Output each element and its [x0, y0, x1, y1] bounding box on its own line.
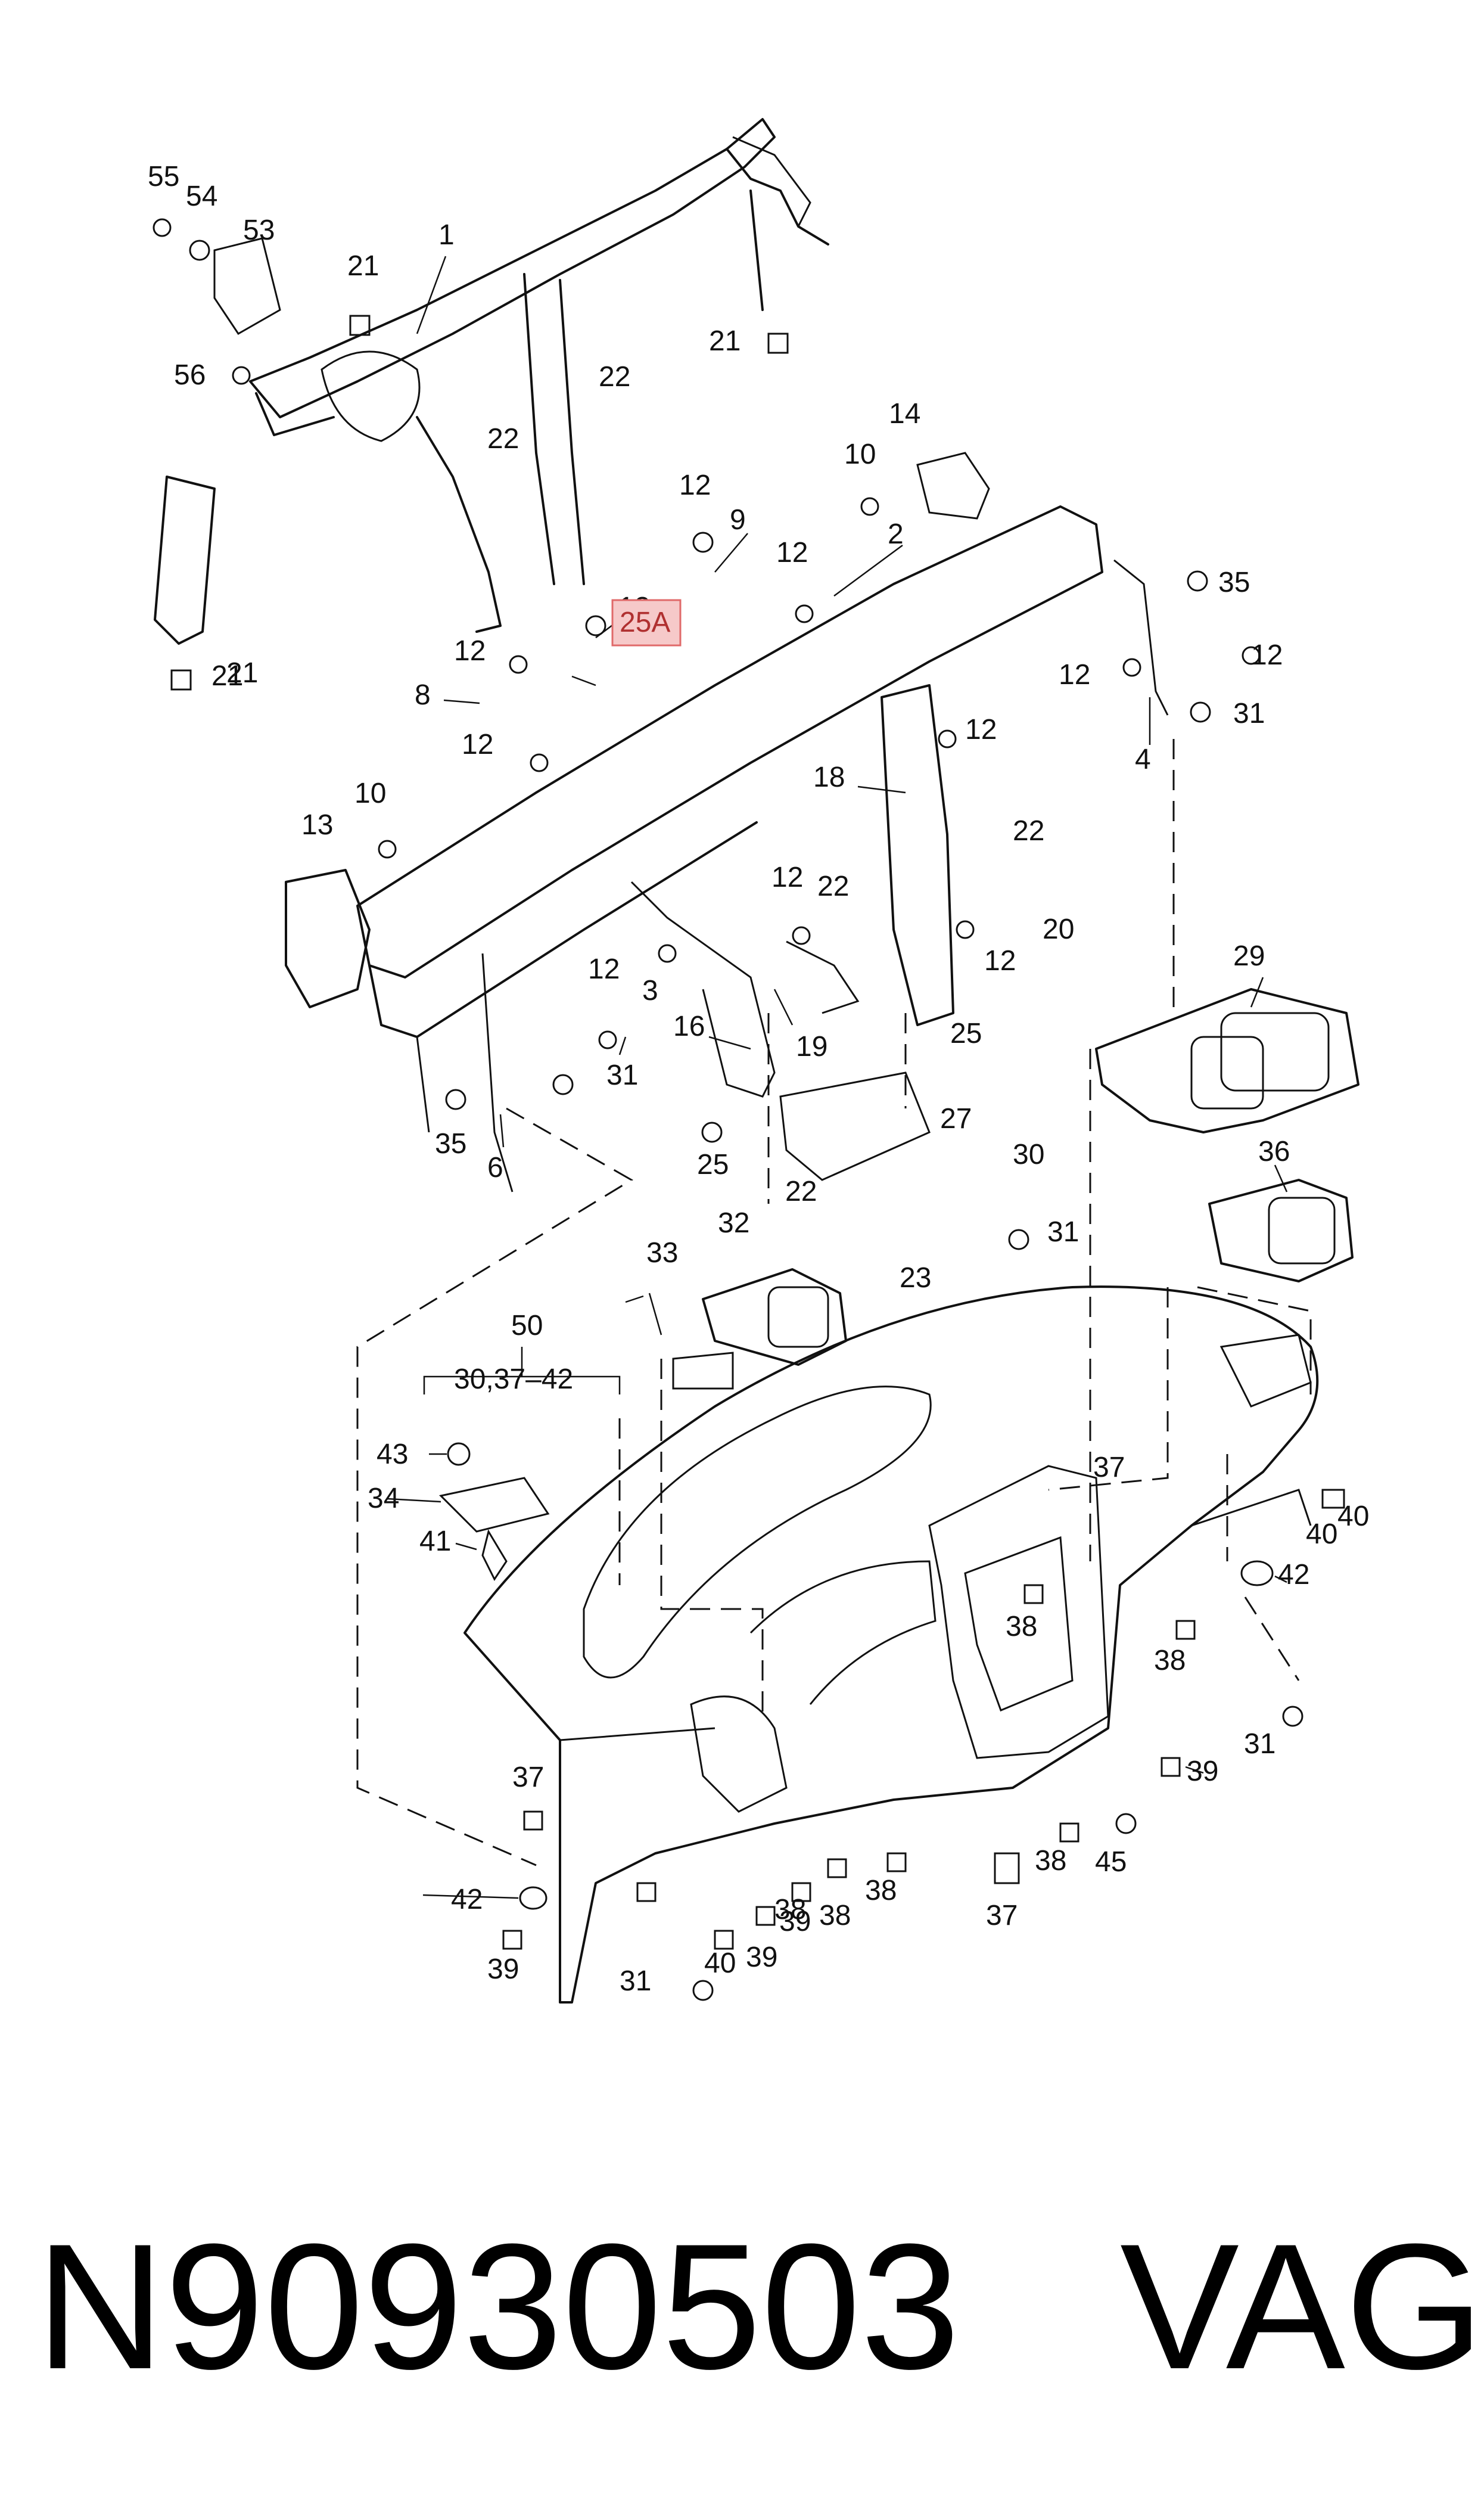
callout-31-b: 31 [606, 1060, 638, 1091]
callout-56: 56 [174, 359, 206, 391]
callout-38-f: 38 [774, 1894, 806, 1925]
callout-12-d: 12 [1059, 659, 1090, 691]
callout-22-a: 22 [599, 361, 630, 393]
air-vents [672, 988, 1359, 1390]
callout-8: 8 [415, 679, 431, 711]
fasteners [153, 218, 1345, 2001]
callout-38-c: 38 [1035, 1845, 1066, 1877]
callout-16: 16 [673, 1011, 705, 1042]
assembly-lines [356, 739, 1312, 1866]
callout-38-e: 38 [819, 1900, 851, 1931]
cross-member-main [285, 452, 1169, 1192]
callout-30: 30 [1013, 1139, 1044, 1170]
callout-50: 50 [511, 1310, 543, 1341]
callout-37-a: 37 [1093, 1452, 1125, 1483]
callout-10-a: 10 [844, 439, 876, 470]
callout-36: 36 [1258, 1136, 1290, 1167]
callout-39-a: 39 [1187, 1756, 1218, 1787]
highlight-label: 25A [620, 607, 670, 638]
group-bracket [423, 1347, 621, 1394]
cross-member-upper [154, 118, 829, 645]
callout-23: 23 [900, 1262, 931, 1294]
callout-22-b: 22 [487, 423, 519, 455]
callout-41: 41 [419, 1526, 451, 1557]
callout-40-b: 40 [704, 1948, 736, 1979]
callout-34: 34 [368, 1483, 399, 1514]
callout-39-d: 39 [746, 1942, 777, 1973]
callout-12-h: 12 [771, 862, 803, 893]
group-label-30-37-42: 30,37–42 [454, 1363, 573, 1395]
callout-37-b: 37 [512, 1762, 544, 1793]
callout-2: 2 [888, 518, 904, 550]
callout-39-c: 39 [487, 1953, 519, 1985]
callout-12-f: 12 [462, 729, 493, 760]
callout-27: 27 [940, 1103, 972, 1135]
exploded-parts-diagram: 55 54 53 56 21 1 21 22 22 21 10 14 12 9 … [148, 118, 1369, 2004]
callout-54: 54 [186, 181, 217, 212]
callout-42-a: 42 [1278, 1559, 1309, 1591]
callout-12-e: 12 [454, 635, 486, 667]
callout-37-c: 37 [986, 1900, 1018, 1931]
callout-42-b: 42 [451, 1884, 483, 1915]
callout-25-b: 25 [697, 1149, 729, 1181]
callout-18: 18 [813, 762, 845, 793]
callout-29: 29 [1233, 940, 1265, 972]
callout-55: 55 [148, 161, 179, 192]
callout-13: 13 [301, 809, 333, 841]
callout-39-b: 39 [779, 1906, 811, 1937]
callout-38-a: 38 [1006, 1611, 1037, 1642]
callout-3: 6 [487, 1152, 503, 1184]
callout-31-c: 31 [1047, 1216, 1079, 1248]
callout-40-c: 40 [1337, 1501, 1369, 1532]
callout-9: 9 [730, 504, 746, 536]
callout-35-b: 35 [435, 1128, 466, 1160]
part-number: N90930503 [36, 2206, 960, 2406]
callout-53: 53 [243, 215, 275, 246]
callout-6: 3 [642, 975, 658, 1007]
callout-21-c: 21 [211, 660, 243, 692]
brand-label: VAG [1120, 2206, 1484, 2406]
callout-35-a: 35 [1218, 567, 1250, 598]
callout-19: 19 [796, 1031, 827, 1063]
callout-32: 32 [718, 1207, 749, 1239]
callout-labels: 55 54 53 56 21 1 21 22 22 21 10 14 12 9 … [148, 161, 1369, 1997]
callout-12-g: 12 [965, 714, 997, 746]
callout-1: 1 [438, 219, 455, 251]
callout-22-e: 22 [785, 1176, 817, 1207]
callout-38-d: 38 [865, 1875, 897, 1906]
callout-21-d: 21 [226, 657, 258, 689]
callout-21-a: 21 [347, 250, 379, 282]
callout-12-b: 12 [776, 537, 808, 569]
callout-31-e: 31 [620, 1965, 651, 1997]
callout-4: 4 [1135, 744, 1151, 775]
callout-21-b: 21 [709, 325, 741, 357]
callout-20: 20 [1043, 914, 1074, 945]
callout-38-b: 38 [1154, 1645, 1186, 1676]
callout-43: 43 [377, 1439, 408, 1470]
callout-12-a: 12 [679, 470, 711, 501]
callout-33: 33 [646, 1237, 678, 1269]
highlighted-part-25a[interactable]: 25A [611, 599, 682, 647]
callout-40-a: 40 [1306, 1518, 1337, 1550]
callout-22-d: 22 [817, 871, 849, 902]
callout-31-d: 31 [1244, 1728, 1275, 1760]
callout-12-i: 12 [984, 945, 1016, 977]
callout-12-j: 12 [588, 953, 620, 985]
callout-31-a: 31 [1233, 698, 1265, 729]
callout-45: 45 [1095, 1846, 1127, 1878]
callout-12-c: 12 [1251, 639, 1283, 671]
callout-14: 14 [889, 398, 920, 430]
callout-22-c: 22 [1013, 815, 1044, 847]
leader-lines [387, 256, 1288, 1899]
callout-10-b: 10 [354, 778, 386, 809]
callout-25-a: 25 [950, 1018, 982, 1049]
